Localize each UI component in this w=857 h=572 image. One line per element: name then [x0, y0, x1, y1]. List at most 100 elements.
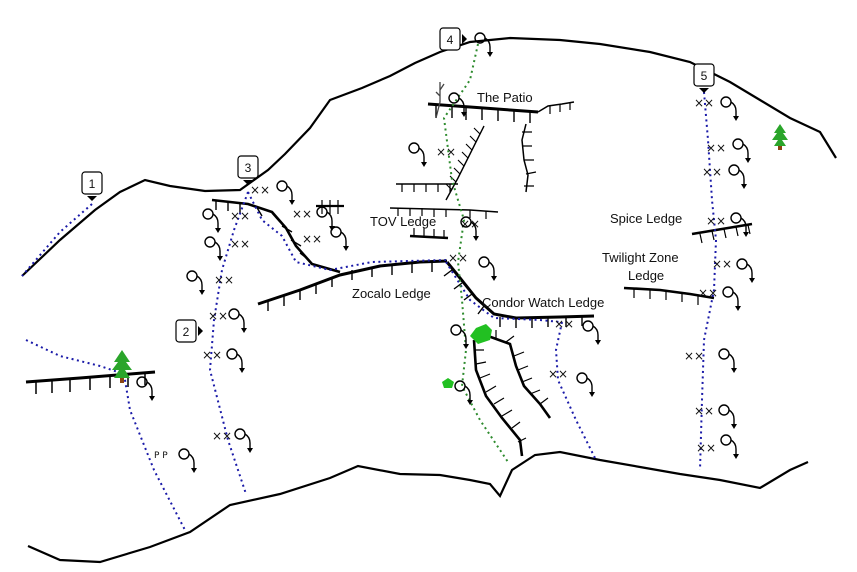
- left-ledge: [25, 370, 156, 384]
- anchor-icon: [228, 308, 247, 333]
- anchor-icon: [720, 96, 739, 121]
- anchor-icon: [478, 256, 497, 281]
- tov-ledge-line: [409, 234, 449, 240]
- bolt-mark: ××: [208, 309, 228, 323]
- anchor-icon: [736, 258, 755, 283]
- right-pillar: [521, 123, 529, 193]
- anchor-icon: [276, 180, 295, 205]
- labels: The Patio TOV Ledge Zocalo Ledge Condor …: [352, 90, 682, 310]
- anchor-icon: [460, 216, 479, 241]
- anchor-icon: [204, 236, 223, 261]
- route-3-line: [247, 191, 447, 272]
- crack-diagonal: [445, 125, 485, 201]
- bolt-mark: ××: [712, 257, 732, 271]
- route-marker-2: 2: [175, 319, 203, 343]
- lower-buttress-2: [487, 334, 552, 419]
- bolt-mark: ××: [250, 183, 270, 197]
- route-marker-4: 4: [439, 27, 467, 51]
- bolt-mark: ××: [302, 232, 322, 246]
- label-condor-watch-ledge: Condor Watch Ledge: [482, 295, 604, 310]
- anchor-icon: [474, 32, 493, 57]
- bush-icon: [442, 378, 454, 388]
- route-marker-3: 3: [237, 155, 259, 185]
- anchor-icon: [450, 324, 469, 349]
- route-condor-lower: [554, 321, 597, 461]
- bolt-mark: ××: [706, 141, 726, 155]
- anchor-icon: [718, 348, 737, 373]
- bolt-mark: ××: [694, 404, 714, 418]
- spice-ledge-line: [691, 222, 753, 236]
- bush-icon: [470, 324, 492, 344]
- twilight-zone-ledge-line: [623, 286, 715, 300]
- zocalo-ledge-line: [257, 259, 448, 306]
- route-number-3: 3: [245, 161, 252, 175]
- label-spice-ledge: Spice Ledge: [610, 211, 682, 226]
- anchor-icon: [316, 206, 335, 231]
- bolt-mark: ××: [706, 214, 726, 228]
- bolt-mark: ××: [548, 367, 568, 381]
- anchor-icon: [186, 270, 205, 295]
- bolt-mark: ××: [212, 429, 232, 443]
- route-left-line: [25, 339, 187, 533]
- anchor-icon: [454, 380, 473, 405]
- bolt-mark: ××: [292, 207, 312, 221]
- anchor-icon: [718, 404, 737, 429]
- tree-icon: [112, 350, 132, 383]
- label-twilight-zone: Twilight Zone: [602, 250, 679, 265]
- bolt-mark: ××: [554, 317, 574, 331]
- label-the-patio: The Patio: [477, 90, 533, 105]
- anchor-icon: [226, 348, 245, 373]
- descent-line: [442, 43, 509, 463]
- anchor-icon: [202, 208, 221, 233]
- label-tov-ledge: TOV Ledge: [370, 214, 436, 229]
- bolt-mark: ××: [702, 165, 722, 179]
- bolt-mark: ××: [214, 273, 234, 287]
- anchor-icon: [234, 428, 253, 453]
- descent-route: [442, 43, 509, 463]
- anchor-icon: [720, 434, 739, 459]
- anchor-icon: [732, 138, 751, 163]
- dead-tree: [435, 82, 445, 119]
- bolt-mark: ××: [698, 286, 718, 300]
- anchor-icon: [728, 164, 747, 189]
- anchor-icon: [722, 286, 741, 311]
- left-ledge-ticks: [35, 373, 146, 394]
- bolt-mark: ××: [684, 349, 704, 363]
- ledges: [25, 82, 753, 457]
- condor-watch-ledge-line: [445, 261, 595, 320]
- anchor-icon: [330, 226, 349, 251]
- route-marker-5: 5: [693, 63, 715, 93]
- bolt-mark: ××: [448, 251, 468, 265]
- anchor-icon: [178, 448, 197, 473]
- anchor-icon: [408, 142, 427, 167]
- condor-watch-ledge-ticks: [443, 269, 583, 328]
- label-twilight-zone-ledge: Ledge: [628, 268, 664, 283]
- bolt-mark: ××: [202, 348, 222, 362]
- cliff-base-outline: [27, 450, 809, 564]
- bolt-mark: ××: [230, 237, 250, 251]
- route-number-1: 1: [89, 177, 96, 191]
- route-number-4: 4: [447, 33, 454, 47]
- bolt-mark: ××: [696, 441, 716, 455]
- lower-buttress-1: [472, 339, 524, 457]
- anchor-icon: [136, 376, 155, 401]
- anchor-icon: [448, 92, 467, 117]
- anchor-icon: [582, 320, 601, 345]
- the-patio-ledge-line: [427, 102, 539, 114]
- route-markers: 1 2 3 4 5: [81, 27, 715, 343]
- route-number-5: 5: [701, 69, 708, 83]
- mid-ledge-2: [389, 207, 499, 213]
- anchor-icon: [576, 372, 595, 397]
- routes: [21, 91, 718, 533]
- anchors: [136, 32, 755, 473]
- route-condor-line: [445, 261, 561, 323]
- bolt-mark: ××: [436, 145, 456, 159]
- bolt-mark: ××: [230, 209, 250, 223]
- cliff-top-outline: [21, 36, 837, 277]
- label-zocalo-ledge: Zocalo Ledge: [352, 286, 431, 301]
- bolt-mark: ××: [694, 96, 714, 110]
- tree-icon: [772, 124, 788, 150]
- anchor-icon: [730, 212, 749, 237]
